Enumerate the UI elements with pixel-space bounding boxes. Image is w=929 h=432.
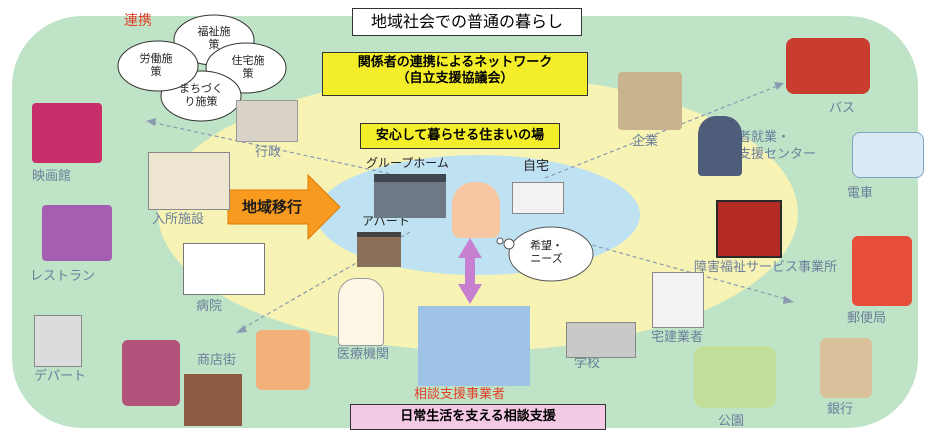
label-restaurant: レストラン	[30, 269, 96, 284]
hospital-icon	[183, 243, 265, 295]
label-apartment: アパート	[362, 214, 410, 228]
label-gakko: 学校	[574, 356, 601, 371]
label-bus: バス	[829, 101, 856, 116]
label-shotengai: 商店街	[197, 353, 237, 368]
home-box: 安心して暮らせる住まいの場	[360, 123, 560, 149]
train-icon	[852, 132, 924, 178]
restaurant-icon	[42, 205, 112, 261]
consult-double-arrow	[458, 238, 482, 304]
label-yubin: 郵便局	[847, 311, 887, 326]
label-byoin: 病院	[196, 299, 223, 314]
label-gyosei: 行政	[255, 145, 282, 160]
network-line2: （自立支援協議会）	[396, 70, 514, 86]
group-home-icon	[374, 174, 446, 218]
employment-support-icon	[698, 116, 742, 176]
policy-circles	[117, 14, 287, 122]
government-building-icon	[236, 100, 298, 142]
label-takken: 宅建業者	[651, 330, 704, 345]
wish-line2: ニーズ	[530, 252, 563, 265]
welfare-service-office-icon	[716, 200, 782, 258]
bus-icon	[786, 38, 870, 94]
post-office-icon	[852, 236, 912, 306]
label-iryo: 医療機関	[337, 347, 390, 362]
consultation-staff-icon	[418, 306, 530, 386]
policy-labor: 労働施策	[139, 52, 173, 79]
page-title: 地域社会での普通の暮らし	[352, 8, 582, 36]
doctor-icon	[338, 278, 384, 346]
label-kigyo: 企業	[632, 134, 659, 149]
cinema-icon	[32, 103, 102, 163]
arrowhead	[774, 82, 784, 90]
label-depart: デパート	[34, 369, 87, 384]
policy-welfare: 福祉施策	[197, 25, 231, 52]
wheelchair-person-icon	[452, 182, 500, 238]
label-sodan: 相談支援事業者	[414, 387, 506, 402]
policy-town: まちづくり施策	[179, 82, 223, 109]
cooperation-label: 連携	[124, 13, 152, 29]
apartment-icon	[357, 232, 401, 267]
real-estate-agent-icon	[652, 272, 704, 328]
network-box: 関係者の連携によるネットワーク （自立支援協議会）	[322, 52, 588, 96]
network-line1: 関係者の連携によるネットワーク	[357, 55, 553, 70]
company-worker-icon	[618, 72, 682, 130]
label-koen: 公園	[718, 414, 745, 429]
transition-label: 地域移行	[241, 198, 302, 216]
transition-arrow-shape	[227, 173, 341, 241]
label-group-home: グループホーム	[366, 156, 449, 170]
arrowhead	[146, 118, 156, 126]
wish-line1: 希望・	[530, 239, 563, 252]
wish-bubble: 希望・ ニーズ	[530, 240, 563, 264]
policy-housing: 住宅施策	[231, 54, 265, 81]
institution-building-icon	[148, 152, 230, 210]
label-own-home: 自宅	[523, 159, 550, 174]
arrowhead	[236, 325, 247, 333]
label-nyusho: 入所施設	[152, 212, 205, 227]
park-icon	[694, 346, 776, 408]
shopping-street-icon	[184, 374, 242, 426]
label-eiga: 映画館	[32, 169, 72, 184]
label-fukushi: 障害福祉サービス事業所	[694, 260, 838, 275]
clothing-shopper-icon	[122, 340, 180, 406]
label-ginko: 銀行	[827, 402, 854, 417]
label-densha: 電車	[847, 186, 874, 201]
wish-bubble-shape	[496, 226, 594, 282]
arrowhead	[783, 296, 794, 304]
consult-box: 日常生活を支える相談支援	[350, 404, 606, 430]
own-home-icon	[512, 182, 564, 214]
shop-clerk-icon	[256, 330, 310, 390]
department-store-icon	[34, 315, 82, 367]
school-icon	[566, 322, 636, 358]
bank-clerk-icon	[820, 338, 872, 398]
